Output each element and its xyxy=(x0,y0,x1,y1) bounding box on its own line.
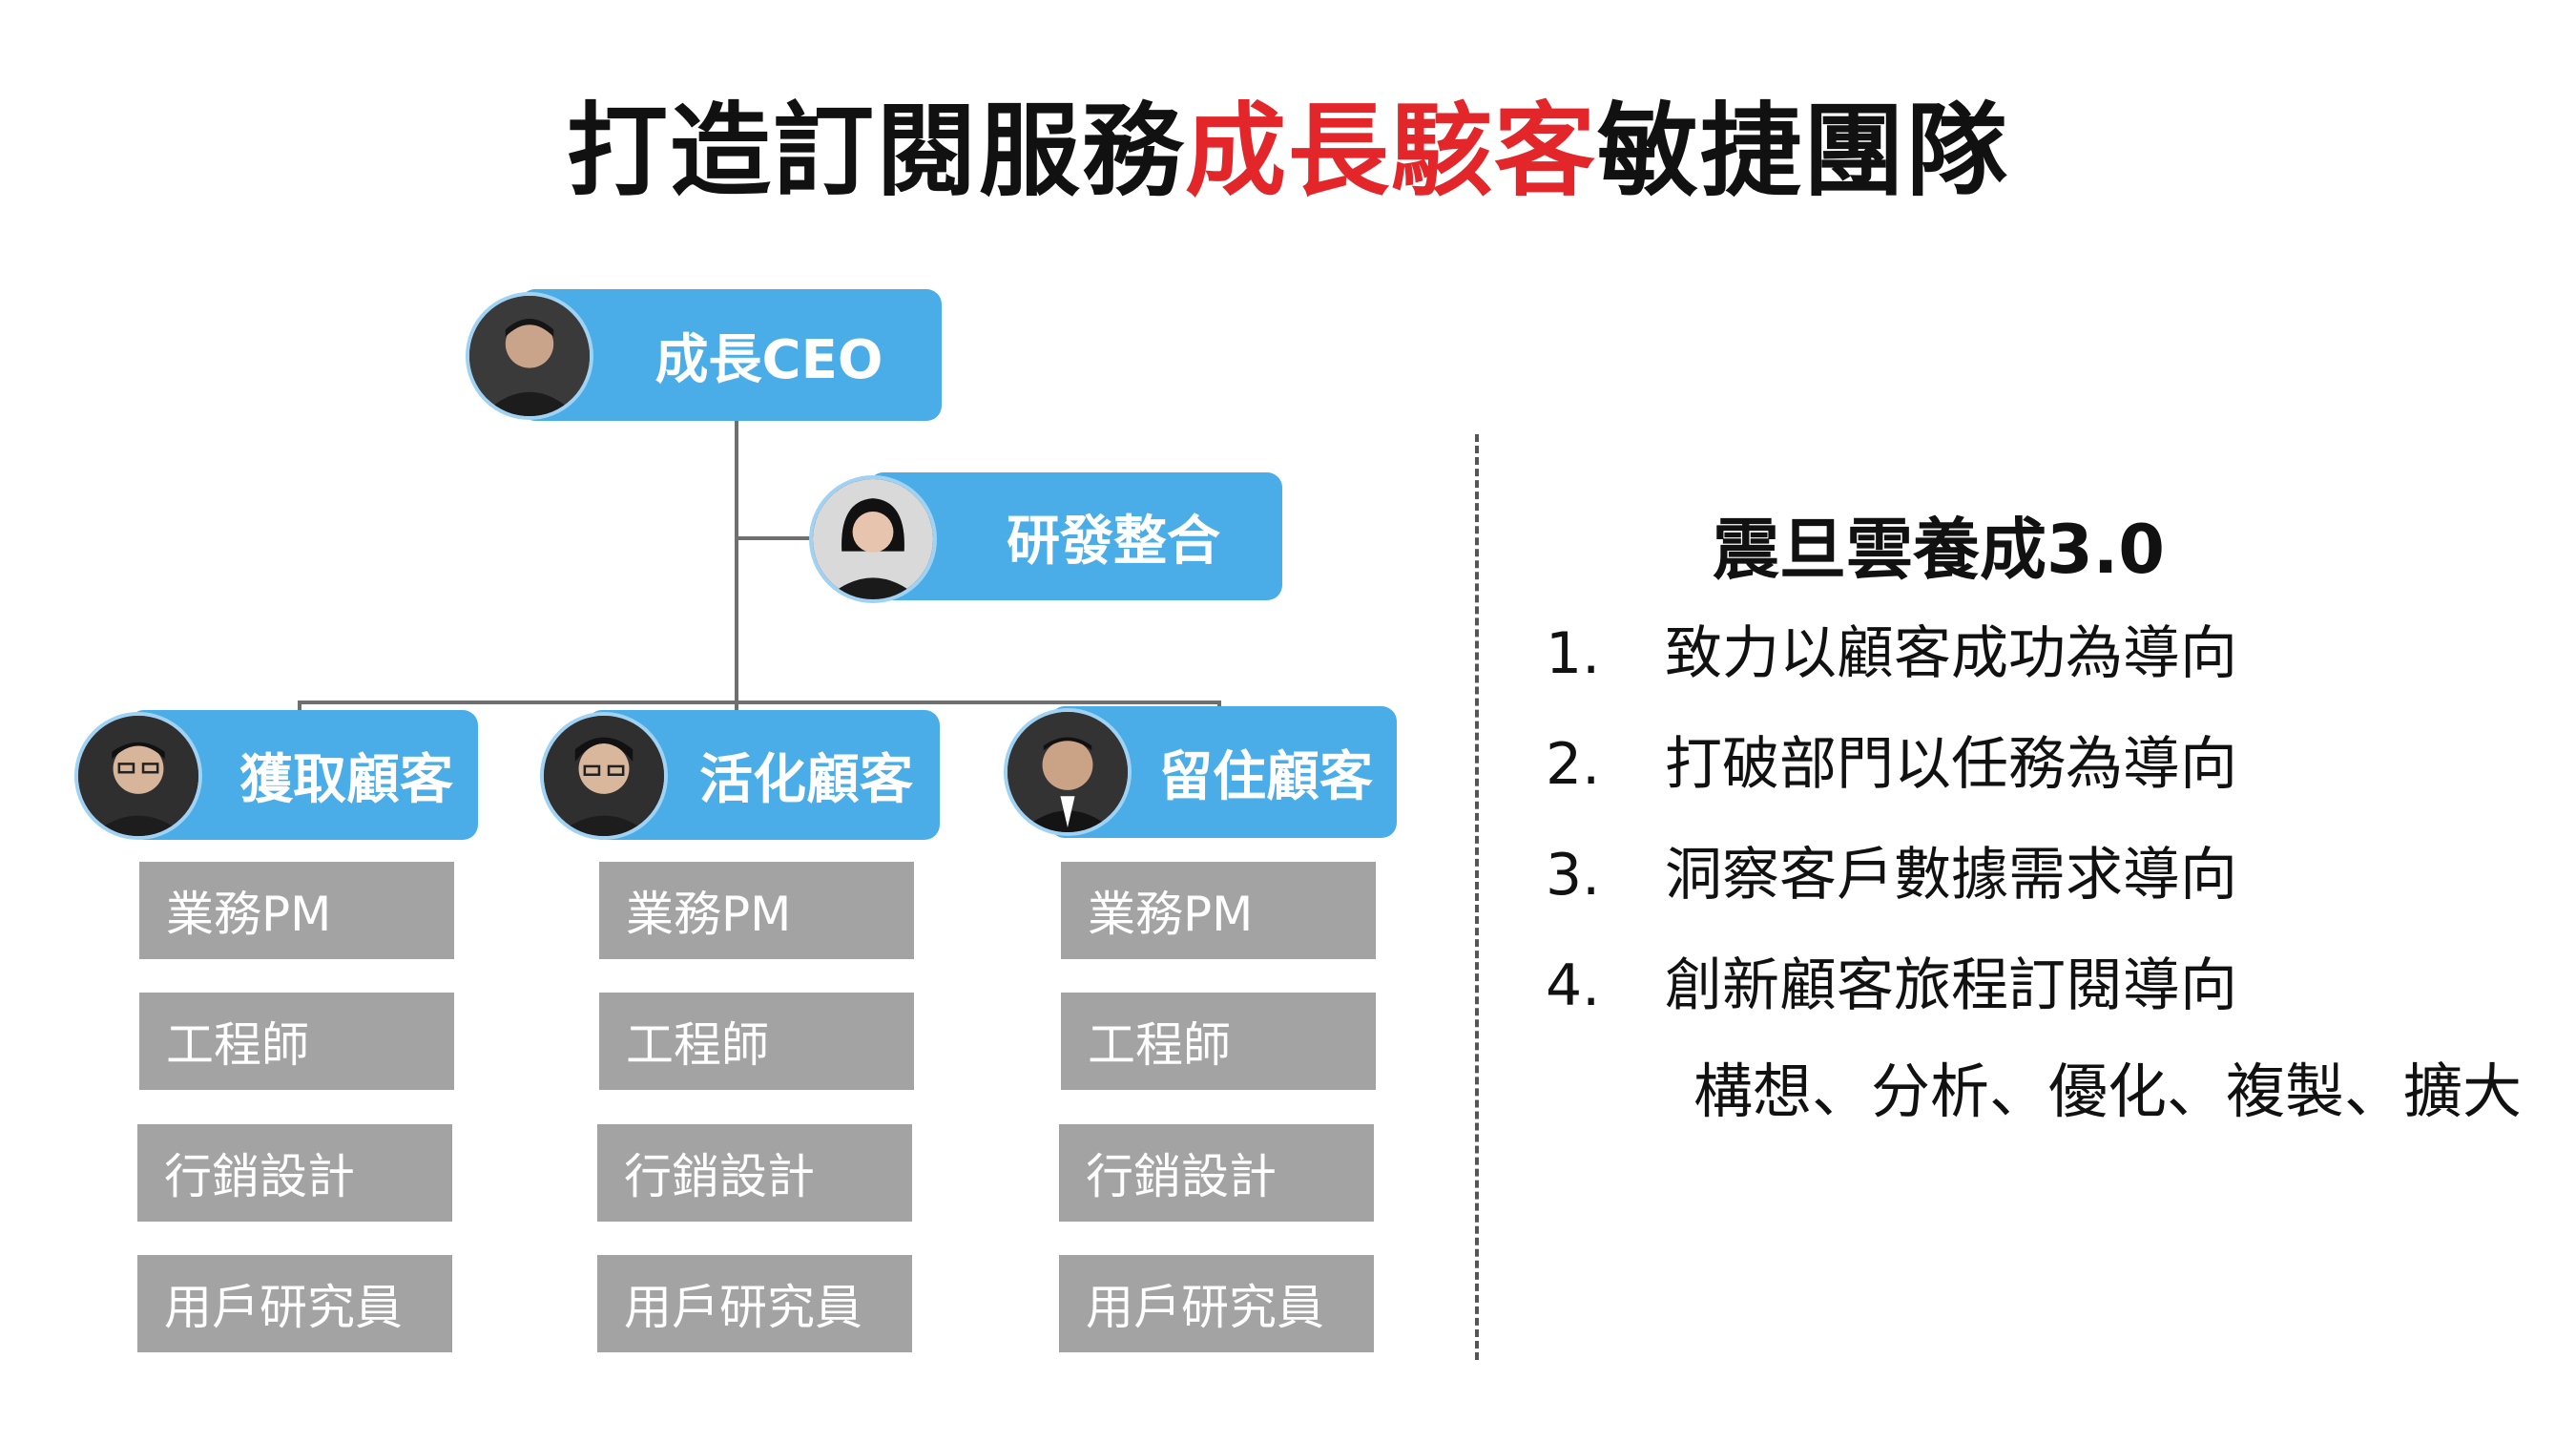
list-item-number: 4. xyxy=(1546,952,1601,1019)
person-icon xyxy=(813,479,933,599)
list-item-text: 創新顧客旅程訂閱導向 xyxy=(1665,952,2237,1019)
list-item: 4. 創新顧客旅程訂閱導向 xyxy=(1546,939,2237,1022)
connector-trunk xyxy=(735,420,738,706)
team-activate-avatar xyxy=(540,712,668,840)
person-icon xyxy=(78,716,198,836)
title-part-2: 敏捷團隊 xyxy=(1597,93,2009,210)
org-node-team-activate-label: 活化顧客 xyxy=(699,748,913,811)
role-box: 用戶研究員 xyxy=(137,1255,452,1352)
org-node-rnd: 研發整合 xyxy=(868,472,1282,600)
role-box: 業務PM xyxy=(139,862,454,959)
role-box: 工程師 xyxy=(599,993,914,1090)
role-box: 行銷設計 xyxy=(137,1124,452,1222)
role-box: 行銷設計 xyxy=(597,1124,912,1222)
title-highlight: 成長駭客 xyxy=(1185,93,1597,210)
list-subtext: 構想、分析、優化、複製、擴大 xyxy=(1693,1056,2523,1126)
list-item: 1. 致力以顧客成功為導向 xyxy=(1546,607,2237,690)
person-icon xyxy=(544,716,664,836)
page-title: 打造訂閱服務成長駭客敏捷團隊 xyxy=(0,69,2576,216)
title-part-1: 打造訂閱服務 xyxy=(567,93,1185,210)
role-box: 業務PM xyxy=(599,862,914,959)
list-item-text: 致力以顧客成功為導向 xyxy=(1665,620,2237,687)
list-item-text: 打破部門以任務為導向 xyxy=(1665,731,2237,798)
person-icon xyxy=(1008,712,1128,832)
role-box: 業務PM xyxy=(1061,862,1376,959)
org-node-team-acquire-label: 獲取顧客 xyxy=(239,748,453,811)
side-title: 震旦雲養成3.0 xyxy=(1713,511,2166,589)
list-item-number: 2. xyxy=(1546,731,1601,798)
team-acquire-avatar xyxy=(74,712,202,840)
org-node-rnd-label: 研發整合 xyxy=(1007,510,1220,573)
list-item: 3. 洞察客戶數據需求導向 xyxy=(1546,828,2237,911)
team-retain-avatar xyxy=(1004,708,1132,836)
role-box: 工程師 xyxy=(139,993,454,1090)
dashed-divider xyxy=(1475,434,1479,1360)
role-box: 行銷設計 xyxy=(1059,1124,1374,1222)
list-item: 2. 打破部門以任務為導向 xyxy=(1546,718,2237,801)
connector-teams-bar xyxy=(298,701,1221,704)
org-node-team-retain-label: 留住顧客 xyxy=(1159,745,1373,808)
connector-rnd xyxy=(735,536,830,540)
rnd-avatar xyxy=(809,475,937,603)
role-box: 用戶研究員 xyxy=(1059,1255,1374,1352)
list-item-text: 洞察客戶數據需求導向 xyxy=(1665,842,2237,909)
person-icon xyxy=(469,296,590,416)
list-item-number: 3. xyxy=(1546,842,1601,909)
org-node-ceo-label: 成長CEO xyxy=(654,328,883,391)
role-box: 工程師 xyxy=(1061,993,1376,1090)
ceo-avatar xyxy=(466,292,593,420)
role-box: 用戶研究員 xyxy=(597,1255,912,1352)
list-item-number: 1. xyxy=(1546,620,1601,687)
